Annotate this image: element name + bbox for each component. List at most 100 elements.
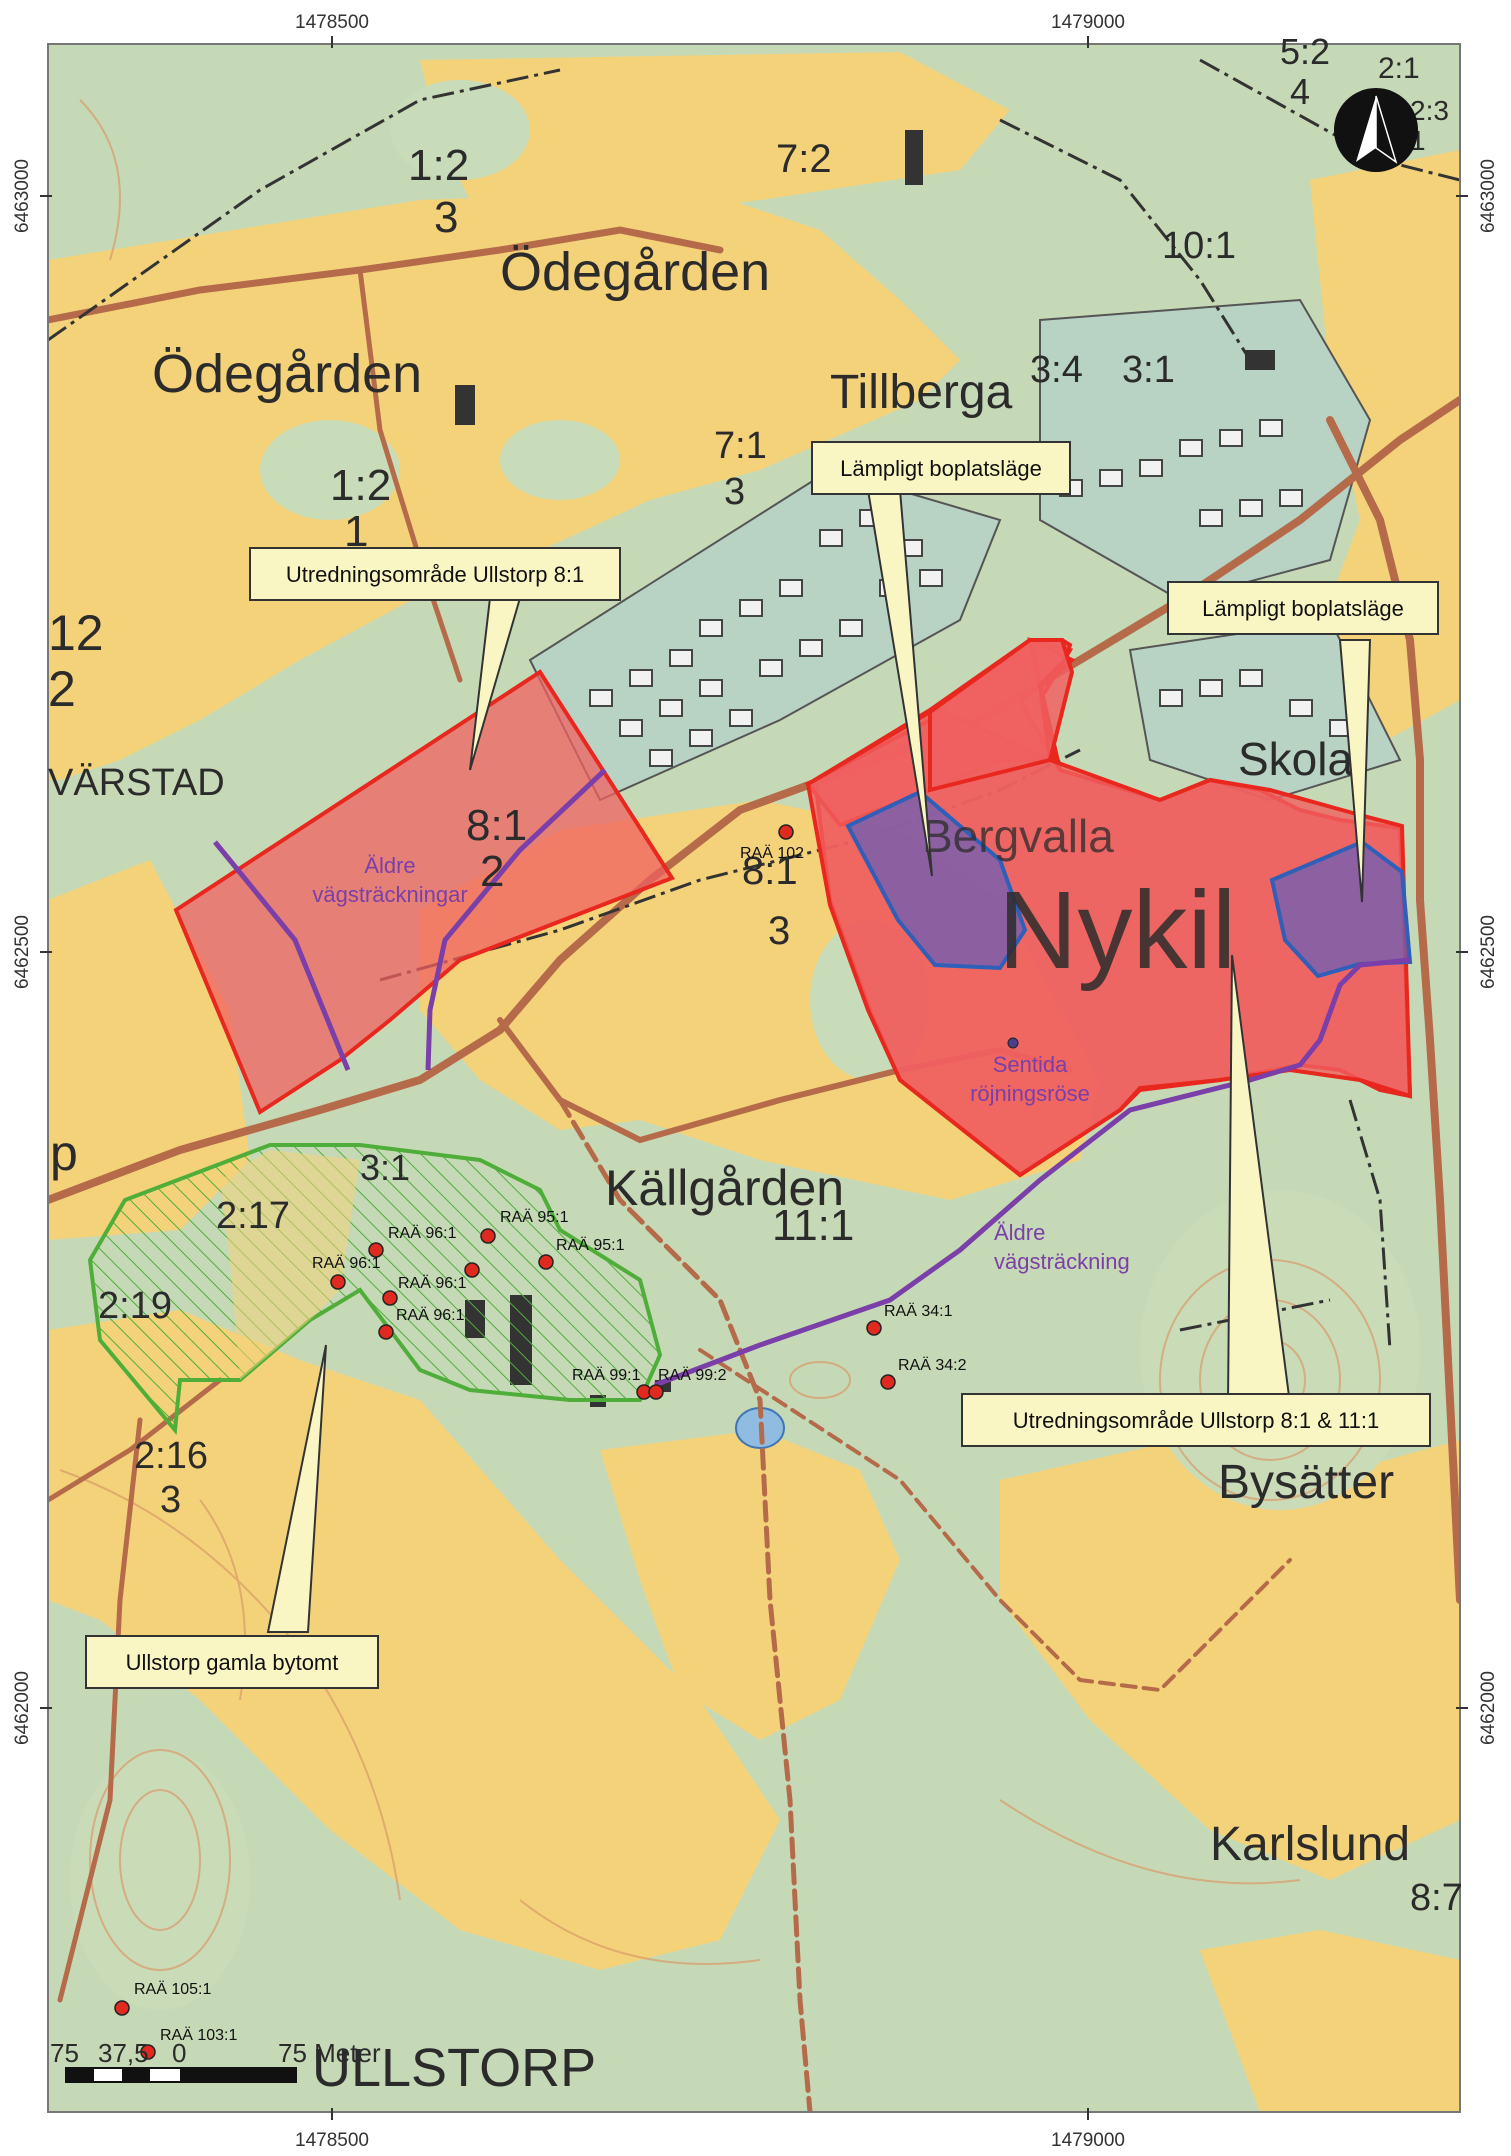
site-label: RAÄ 96:1 [396,1306,465,1324]
site-marker[interactable] [378,1324,394,1340]
parcel-2-1: 2:1 [1378,52,1420,85]
site-marker[interactable]: RAÄ 96:1 [398,1262,480,1292]
place-bysatter: Bysätter [1218,1456,1394,1509]
x-coordinate-bottom-1: 1478500 [295,2130,369,2151]
site-label: RAÄ 103:1 [160,2026,237,2044]
callout-study-area-81-111-text: Utredningsområde Ullstorp 8:1 & 11:1 [1013,1408,1379,1433]
site-label: RAÄ 95:1 [500,1208,569,1226]
site-marker[interactable]: RAÄ 102 [740,824,804,862]
parcel-7-2: 7:2 [776,137,832,181]
callout-settlement-1: Lämpligt boplatsläge [811,441,1071,495]
old-roads-label-line1: Äldre [364,853,415,878]
parcel-7-1: 7:1 [714,425,767,467]
y-coordinate-left-1: 6463000 [12,159,33,233]
site-label: RAÄ 96:1 [388,1224,457,1242]
y-coordinate-left-3: 6462000 [12,1671,33,1745]
old-roads [213,768,1411,1388]
scale-bar-label-0: 0 [172,2038,186,2068]
field-area [48,1310,780,1970]
old-roads-label-line2: vägsträckningar [312,882,467,907]
parcel-3-mid: 3 [724,471,745,513]
forest-patch [390,80,530,180]
parcel-2-17: 2:17 [216,1195,290,1237]
parcel-3-north: 3 [434,193,458,242]
site-marker[interactable]: RAÄ 96:1 [312,1254,381,1290]
scale-bar-label-37-5: 37,5 [98,2038,149,2068]
place-skola: Skola [1238,733,1353,785]
scale-bar-label-75-meter: 75 Meter [278,2038,381,2068]
site-label: RAÄ 95:1 [556,1236,625,1254]
callout-settlement-2-text: Lämpligt boplatsläge [1202,596,1404,621]
site-marker[interactable]: RAÄ 96:1 [382,1290,465,1324]
parcel-2-16: 2:16 [134,1435,208,1477]
site-marker[interactable]: RAÄ 103:1 [140,2026,237,2060]
callout-old-village-text: Ullstorp gamla bytomt [126,1650,339,1675]
scale-bar-label-75: 75 [50,2038,79,2068]
parcel-2-19: 2:19 [98,1285,172,1327]
place-varstad: VÄRSTAD [48,762,225,804]
site-marker[interactable]: RAÄ 105:1 [114,1980,211,2016]
parcel-2-study: 2 [480,847,504,896]
study-area-west [173,669,676,1115]
parcel-3-southwest: 3 [160,1479,181,1521]
roads [48,226,1460,2112]
forest-patch [500,420,620,500]
site-marker[interactable]: RAÄ 95:1 [538,1236,625,1270]
field-area [420,52,1010,220]
place-ullstorp: ULLSTORP [312,2038,596,2098]
y-coordinate-right-1: 6463000 [1478,159,1499,233]
ancient-sites: RAÄ 102 RAÄ 96:1 RAÄ 95:1 RAÄ 96:1 RAÄ 9… [114,824,967,2060]
place-bergvalla: Bergvalla [922,810,1114,862]
study-area-east-top [928,638,1075,793]
parcel-5-2: 5:2 [1280,31,1330,72]
site-label: RAÄ 99:1 [572,1366,641,1384]
site-marker[interactable]: RAÄ 34:1 [866,1302,953,1336]
parcel-2-west: 2 [48,661,76,717]
parcel-12: 12 [48,605,104,661]
place-odegarden-1: Ödegården [500,242,770,302]
parcel-3-1-village: 3:1 [360,1147,410,1188]
old-road-label-line2: vägsträckning [994,1249,1130,1274]
parcel-8-7: 8:7 [1410,1877,1463,1919]
site-marker[interactable]: RAÄ 99:1 [572,1366,652,1400]
forest-patch [260,420,400,520]
parcel-3-1: 3:1 [1122,349,1175,391]
old-village-site-field [220,1150,360,1380]
old-road-label-line1: Äldre [994,1220,1045,1245]
y-coordinate-right-2: 6462500 [1478,915,1499,989]
site-label: RAÄ 34:1 [884,1302,953,1320]
callout-settlement-1-text: Lämpligt boplatsläge [840,456,1042,481]
callout-pointers [266,489,1372,1633]
x-coordinate-bottom-2: 1479000 [1051,2130,1125,2151]
parcel-p: p [50,1125,78,1181]
site-label: RAÄ 102 [740,844,804,862]
place-tillberga: Tillberga [830,366,1013,419]
north-arrow-icon [1334,88,1418,172]
scale-bar: 75 37,5 0 75 Meter [50,2038,381,2083]
parcel-1-2-north: 1:2 [408,141,469,190]
coordinate-ticks [40,36,1468,2120]
site-marker[interactable]: RAÄ 96:1 [368,1224,457,1258]
place-odegarden-2: Ödegården [152,344,422,404]
field-area [1000,1440,1460,1880]
parcel-8-1-mid: 8:1 [742,849,798,893]
site-label: RAÄ 96:1 [312,1254,381,1272]
place-nykil: Nykil [998,869,1236,992]
site-marker[interactable]: RAÄ 34:2 [880,1356,967,1390]
site-label: RAÄ 105:1 [134,1980,211,1998]
clearance-cairn-label-line1: Sentida [993,1052,1068,1077]
settlement-area-1 [845,789,1028,971]
parcel-4: 4 [1290,71,1310,112]
place-karlslund: Karlslund [1210,1818,1410,1871]
y-coordinate-left-2: 6462500 [12,915,33,989]
callout-old-village: Ullstorp gamla bytomt [85,1635,379,1689]
callout-study-area-81-111: Utredningsområde Ullstorp 8:1 & 11:1 [961,1393,1431,1447]
field-area [1200,1930,1460,2112]
site-marker[interactable]: RAÄ 95:1 [480,1208,569,1244]
site-marker[interactable]: RAÄ 99:2 [648,1366,727,1400]
houses [589,419,1353,767]
site-label: RAÄ 99:2 [658,1366,727,1384]
parcel-8-1-west: 8:1 [466,801,527,850]
map-border [47,43,1461,2113]
